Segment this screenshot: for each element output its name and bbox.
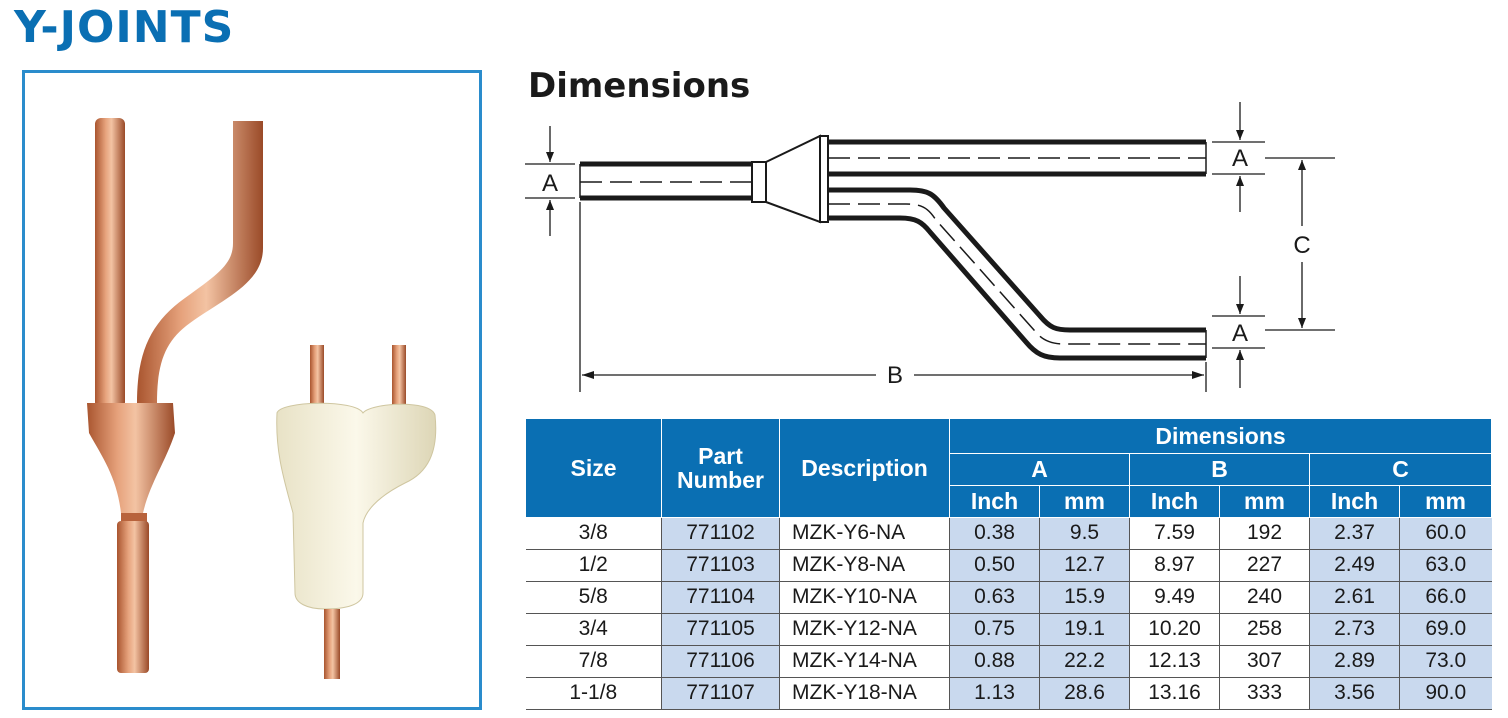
cell-size: 1/2 bbox=[525, 549, 662, 582]
cell-a-inch: 0.63 bbox=[949, 581, 1040, 614]
cell-part: 771102 bbox=[661, 517, 780, 550]
cell-c-mm: 60.0 bbox=[1398, 517, 1492, 550]
cell-desc: MZK-Y6-NA bbox=[779, 517, 950, 550]
product-photo-panel bbox=[22, 70, 482, 710]
header-c: C bbox=[1308, 452, 1493, 486]
cell-b-inch: 8.97 bbox=[1129, 549, 1220, 582]
label-b: B bbox=[887, 362, 903, 389]
table-row: 7/8 771106 MZK-Y14-NA 0.88 22.2 12.13 30… bbox=[525, 645, 1492, 678]
cell-desc: MZK-Y10-NA bbox=[779, 581, 950, 614]
label-a-top: A bbox=[1232, 145, 1248, 172]
cell-a-mm: 9.5 bbox=[1039, 517, 1130, 550]
cell-b-mm: 192 bbox=[1219, 517, 1310, 550]
header-dimensions: Dimensions bbox=[948, 419, 1493, 454]
cell-size: 3/4 bbox=[525, 613, 662, 646]
cell-b-mm: 333 bbox=[1219, 677, 1310, 710]
copper-y-joint bbox=[87, 118, 263, 673]
cell-a-inch: 0.50 bbox=[949, 549, 1040, 582]
inlet-pipe bbox=[579, 161, 767, 203]
cell-part: 771105 bbox=[661, 613, 780, 646]
insulated-y-joint bbox=[276, 345, 437, 679]
cell-part: 771103 bbox=[661, 549, 780, 582]
table-row: 1/2 771103 MZK-Y8-NA 0.50 12.7 8.97 227 … bbox=[525, 549, 1492, 582]
cell-c-mm: 73.0 bbox=[1398, 645, 1492, 678]
cell-c-inch: 2.49 bbox=[1309, 549, 1400, 582]
header-part-line2: Number bbox=[677, 466, 764, 493]
cell-desc: MZK-Y8-NA bbox=[779, 549, 950, 582]
cell-c-inch: 2.61 bbox=[1309, 581, 1400, 614]
cell-desc: MZK-Y18-NA bbox=[779, 677, 950, 710]
cell-a-inch: 0.75 bbox=[949, 613, 1040, 646]
cell-b-inch: 13.16 bbox=[1129, 677, 1220, 710]
table-row: 3/8 771102 MZK-Y6-NA 0.38 9.5 7.59 192 2… bbox=[525, 517, 1492, 550]
cell-a-mm: 15.9 bbox=[1039, 581, 1130, 614]
header-a-inch: Inch bbox=[949, 484, 1040, 518]
cell-part: 771106 bbox=[661, 645, 780, 678]
header-c-mm: mm bbox=[1398, 484, 1493, 518]
cell-b-mm: 227 bbox=[1219, 549, 1310, 582]
upper-outlet-pipe bbox=[828, 139, 1207, 177]
dim-c bbox=[1265, 157, 1335, 331]
cell-part: 771107 bbox=[661, 677, 780, 710]
header-part-line1: Part bbox=[698, 442, 743, 469]
dim-b bbox=[579, 202, 1207, 392]
header-a: A bbox=[949, 452, 1130, 486]
cell-a-mm: 22.2 bbox=[1039, 645, 1130, 678]
header-b: B bbox=[1129, 452, 1310, 486]
cell-c-mm: 63.0 bbox=[1398, 549, 1492, 582]
cell-a-inch: 0.38 bbox=[949, 517, 1040, 550]
cell-c-mm: 90.0 bbox=[1398, 677, 1492, 710]
cell-b-inch: 12.13 bbox=[1129, 645, 1220, 678]
cell-size: 3/8 bbox=[525, 517, 662, 550]
header-description: Description bbox=[779, 419, 950, 518]
cell-b-mm: 240 bbox=[1219, 581, 1310, 614]
dimensions-diagram: A A C A B bbox=[525, 102, 1335, 392]
cell-a-mm: 12.7 bbox=[1039, 549, 1130, 582]
cell-a-inch: 0.88 bbox=[949, 645, 1040, 678]
header-size: Size bbox=[525, 419, 662, 518]
cell-size: 7/8 bbox=[525, 645, 662, 678]
y-joint-spec-table: Size Part Number Description Dimensions … bbox=[525, 419, 1493, 710]
table-row: 1-1/8 771107 MZK-Y18-NA 1.13 28.6 13.16 … bbox=[525, 677, 1492, 710]
dimensions-title: Dimensions bbox=[528, 66, 751, 106]
label-a-left: A bbox=[542, 170, 558, 197]
header-a-mm: mm bbox=[1039, 484, 1130, 518]
cell-desc: MZK-Y12-NA bbox=[779, 613, 950, 646]
header-b-inch: Inch bbox=[1129, 484, 1220, 518]
cell-b-inch: 10.20 bbox=[1129, 613, 1220, 646]
cell-c-inch: 3.56 bbox=[1309, 677, 1400, 710]
y-joint-photo bbox=[87, 118, 437, 679]
cell-c-inch: 2.89 bbox=[1309, 645, 1400, 678]
cell-part: 771104 bbox=[661, 581, 780, 614]
label-a-bottom: A bbox=[1232, 320, 1248, 347]
cell-size: 5/8 bbox=[525, 581, 662, 614]
header-b-mm: mm bbox=[1219, 484, 1310, 518]
reducer-cone bbox=[765, 134, 821, 224]
table-row: 5/8 771104 MZK-Y10-NA 0.63 15.9 9.49 240… bbox=[525, 581, 1492, 614]
cell-c-mm: 69.0 bbox=[1398, 613, 1492, 646]
cell-c-inch: 2.73 bbox=[1309, 613, 1400, 646]
cell-a-inch: 1.13 bbox=[949, 677, 1040, 710]
cell-a-mm: 28.6 bbox=[1039, 677, 1130, 710]
header-c-inch: Inch bbox=[1309, 484, 1400, 518]
page-title: Y-JOINTS bbox=[14, 2, 235, 53]
header-part-number: Part Number bbox=[661, 419, 780, 518]
cell-desc: MZK-Y14-NA bbox=[779, 645, 950, 678]
cell-c-inch: 2.37 bbox=[1309, 517, 1400, 550]
cell-b-inch: 7.59 bbox=[1129, 517, 1220, 550]
table-row: 3/4 771105 MZK-Y12-NA 0.75 19.1 10.20 25… bbox=[525, 613, 1492, 646]
lower-outlet-pipe bbox=[828, 187, 1207, 361]
cell-b-inch: 9.49 bbox=[1129, 581, 1220, 614]
cell-c-mm: 66.0 bbox=[1398, 581, 1492, 614]
cell-a-mm: 19.1 bbox=[1039, 613, 1130, 646]
cell-b-mm: 258 bbox=[1219, 613, 1310, 646]
label-c: C bbox=[1293, 232, 1310, 259]
cell-b-mm: 307 bbox=[1219, 645, 1310, 678]
cell-size: 1-1/8 bbox=[525, 677, 662, 710]
